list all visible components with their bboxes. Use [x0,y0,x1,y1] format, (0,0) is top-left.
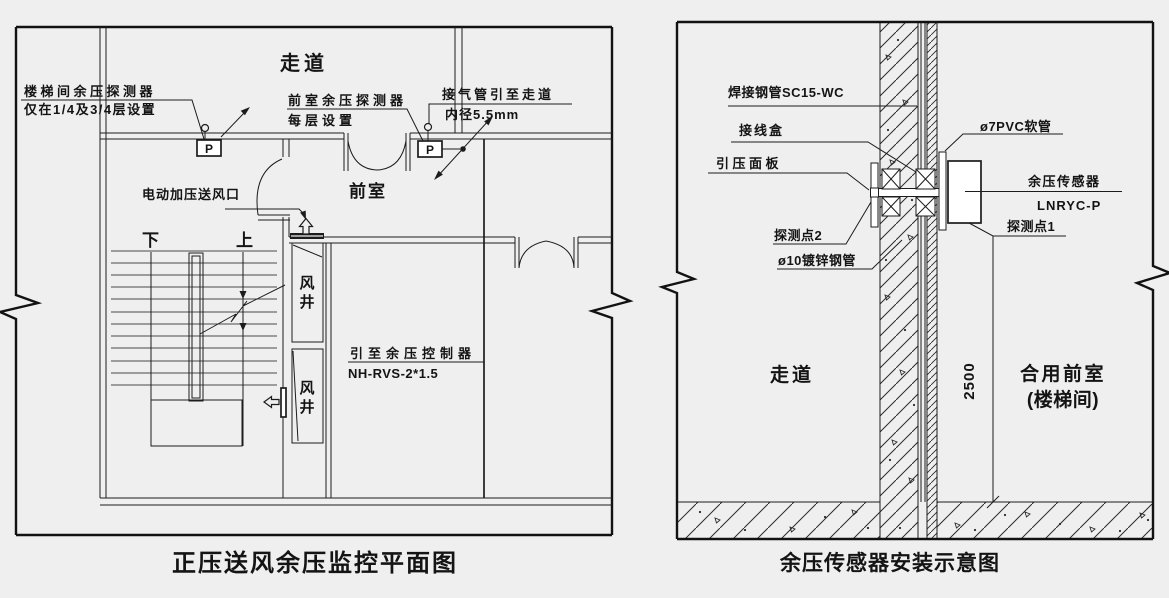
pressure-detectors: P P [196,107,493,180]
shaft2-label-char2: 井 [299,398,314,416]
vents [262,217,324,418]
concrete-wall [880,23,918,539]
leader-line [708,172,870,191]
stair-landing [150,399,243,447]
air-shaft-2 [291,348,324,444]
leader-line [428,103,572,124]
door-swing-arc [376,140,407,171]
sampling-port-icon [423,122,433,132]
door-swing-arc [347,140,378,171]
break-line-right [1133,22,1169,539]
stair-up-label: 上 [236,231,255,250]
leader-arrow-icon [300,210,306,220]
section-frame [658,20,1169,541]
shaft1-label-char2: 井 [299,293,314,311]
sensor-name-label: 余压传感器 [1027,174,1101,189]
leader-line [773,201,872,245]
door-swing-arc [256,158,283,216]
pipe-sleeves [881,168,936,217]
detector-p-symbol: P [426,143,434,157]
room-label-corridor-right: 走道 [770,363,814,386]
direction-arrow-icon [239,291,247,299]
detect-point2-label: 探测点2 [774,228,822,243]
air-tube-label-line1: 接气管引至走道 [442,87,554,102]
room-label-front-room-line1: 合用前室 [1020,362,1106,385]
pvc-hose-label: ø7PVC软管 [980,119,1051,134]
welded-pipe-label: 焊接钢管SC15-WC [728,85,844,100]
stair-handrail [188,252,204,402]
door-swing-arc [545,240,575,269]
detector-p-symbol: P [205,142,213,156]
doors [256,133,579,269]
up-arrow-icon [298,217,314,235]
door-swing-arc [518,240,547,269]
pvc-hose-channel [938,151,947,231]
leader-line [21,99,205,140]
leader-line [731,141,917,173]
air-shaft-1 [291,242,324,343]
room-label-front-room-line2: (楼梯间) [1027,388,1099,411]
wall-section [879,23,938,539]
right-caption: 余压传感器安装示意图 [779,551,1000,575]
stair-down-label: 下 [142,231,161,250]
wire-arrow-icon [434,170,443,180]
break-line-right [587,27,634,535]
air-tube-label-line2: 内径5.5mm [445,107,519,122]
pressure-panel-label: 引压面板 [716,156,782,171]
supply-outlet-label: 电动加压送风口 [142,187,240,202]
detector-box-stair [196,139,222,157]
concrete-texture [698,38,1150,533]
leader-line [777,239,903,270]
sampling-port-icon [200,123,210,133]
controller-label-line1: 引至余压控制器 [350,346,476,361]
left-arrow-icon [262,395,280,409]
leader-line [287,108,424,142]
aggregate-dots [698,38,1150,533]
section-labels: 焊接钢管SC15-WC 接线盒 引压面板 探测点2 ø10镀锌钢管 ø7PVC软… [708,85,1122,509]
room-label-anteroom: 前室 [349,181,387,201]
anteroom-detector-label-line1: 前室余压探测器 [288,93,407,108]
anteroom-detector-label-line2: 每层设置 [288,113,356,128]
detect-point1-label: 探测点1 [1007,219,1055,234]
plan-walls [99,27,612,506]
break-line-left [0,27,43,535]
supply-louver-side [280,387,287,418]
stair-detector-label-line2: 仅在1/4及3/4层设置 [23,102,156,117]
left-caption: 正压送风余压监控平面图 [172,549,458,577]
through-wall-pipe [877,188,946,197]
sensor-model-label: LNRYC-P [1037,198,1101,213]
break-line-left [658,22,698,539]
room-label-corridor: 走道 [280,51,328,75]
stair-break-line [199,284,286,335]
pressure-tap [870,187,879,198]
controller-label-line2: NH-RVS-2*1.5 [348,366,438,381]
plan-frame [0,25,634,537]
wire-arrow-icon [484,116,493,126]
junction-box-label: 接线盒 [739,123,784,138]
right-section: 焊接钢管SC15-WC 接线盒 引压面板 探测点2 ø10镀锌钢管 ø7PVC软… [658,20,1169,575]
direction-arrow-icon [239,323,247,331]
floor-slab [678,501,1152,538]
dimension-tick [986,495,1000,509]
leader-line [944,133,1063,152]
shaft2-label-char1: 风 [299,380,314,397]
galvanized-pipe-label: ø10镀锌钢管 [778,253,856,268]
stair-detector-label-line1: 楼梯间余压探测器 [24,84,156,99]
plan-labels: 楼梯间余压探测器 仅在1/4及3/4层设置 前室余压探测器 每层设置 接气管引至… [21,51,572,381]
air-shafts: 风 井 风 井 [291,242,324,444]
stairs [111,250,286,447]
wire-arrow-icon [240,107,250,116]
finish-strip [927,23,937,539]
dimension-value: 2500 [961,362,978,399]
shaft1-label-char1: 风 [299,275,314,292]
left-plan: 风 井 风 井 [0,25,634,577]
